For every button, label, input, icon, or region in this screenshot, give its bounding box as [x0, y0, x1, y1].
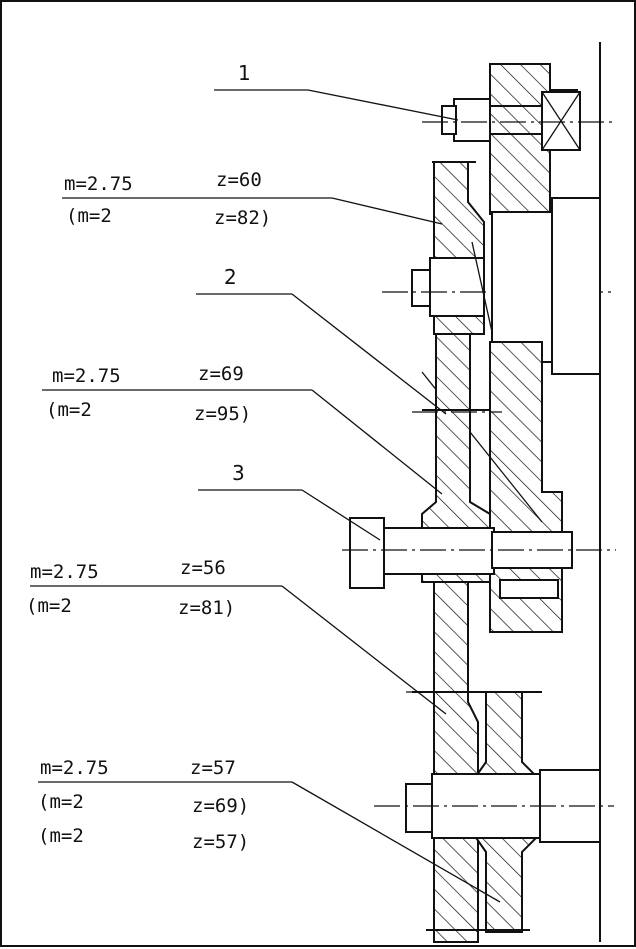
gear2-module: m=2.75 — [52, 365, 121, 387]
gear4-alt1-module: (m=2 — [38, 791, 84, 813]
gear4-teeth: z=57 — [190, 757, 236, 779]
gear4-alt2-teeth: z=57) — [192, 831, 249, 853]
gear2-teeth: z=69 — [198, 363, 244, 385]
top-bracket — [422, 63, 614, 215]
gear1-alt-teeth: z=82) — [214, 207, 271, 229]
gear2-alt-module: (m=2 — [46, 399, 92, 421]
gear3-teeth: z=56 — [180, 557, 226, 579]
callout-number-2: 2 — [224, 265, 237, 289]
gear4-alt2-module: (m=2 — [38, 825, 84, 847]
gear3-module: m=2.75 — [30, 561, 99, 583]
gear1-module: m=2.75 — [64, 173, 133, 195]
middle-gear — [412, 333, 502, 583]
center-bolt — [342, 517, 616, 599]
lower-web-gear — [406, 581, 542, 943]
gear1-alt-module: (m=2 — [66, 205, 112, 227]
callout-number-3: 3 — [232, 461, 245, 485]
gear4-module: m=2.75 — [40, 757, 109, 779]
gear1-teeth: z=60 — [216, 169, 262, 191]
gear4-alt1-teeth: z=69) — [192, 795, 249, 817]
housing-cylinder — [491, 197, 601, 375]
upper-gear — [382, 161, 614, 335]
gear3-alt-module: (m=2 — [26, 595, 72, 617]
gear3-alt-teeth: z=81) — [178, 597, 235, 619]
callout-number-1: 1 — [238, 61, 251, 85]
leader-lines — [30, 89, 501, 903]
gear2-alt-teeth: z=95) — [194, 403, 251, 425]
bottom-double-gear — [374, 691, 614, 933]
